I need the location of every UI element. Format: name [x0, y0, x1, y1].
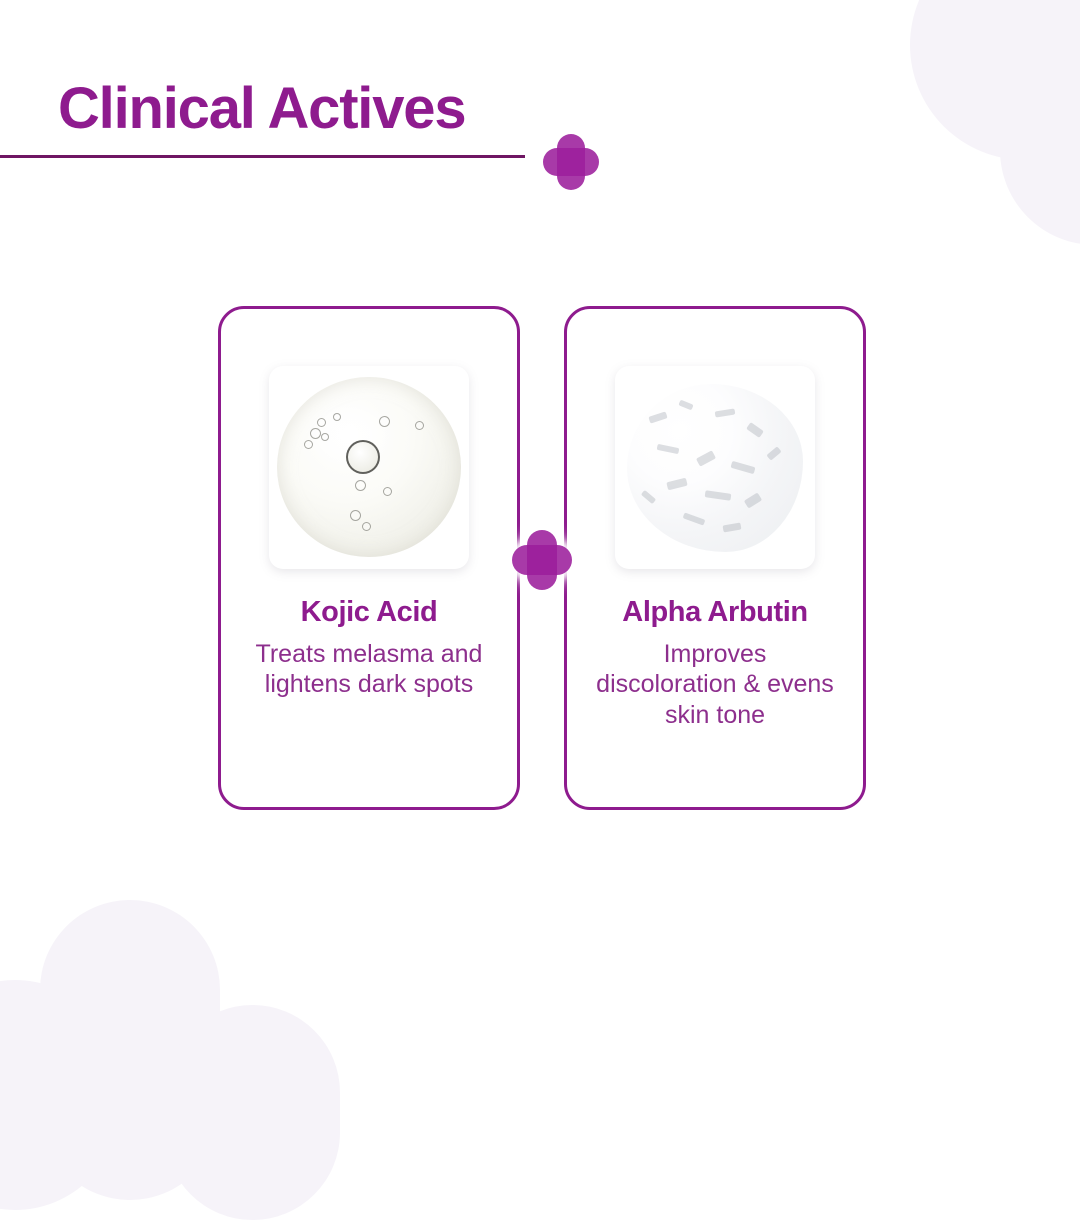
active-card-title: Kojic Acid	[300, 596, 438, 628]
powder-flake	[678, 399, 694, 410]
gel-bubble	[310, 428, 321, 439]
page-title: Clinical Actives	[58, 76, 467, 141]
powder-flake	[743, 491, 763, 509]
gel-bubble	[304, 440, 313, 449]
title-divider-rule	[0, 155, 525, 158]
cloud-blob-top-right-secondary	[1000, 55, 1080, 245]
gel-bubble	[350, 510, 361, 521]
powder-flake	[766, 445, 782, 461]
powder-flake	[714, 407, 736, 418]
cloud-blob-bottom-left-c	[165, 1005, 340, 1220]
cloud-blob-bottom-left-b	[40, 900, 220, 1200]
powder-pile-shape	[627, 383, 803, 552]
powder-flake	[640, 489, 657, 504]
active-card-alpha-arbutin[interactable]: Alpha Arbutin Improves discoloration & e…	[564, 306, 866, 810]
powder-flake	[704, 489, 732, 501]
powder-flake	[730, 460, 756, 474]
gel-bubble-center	[346, 440, 380, 474]
clear-gel-droplet-image	[269, 366, 469, 569]
powder-flake	[666, 477, 688, 490]
powder-flake	[648, 410, 668, 424]
gel-bubble	[383, 487, 392, 496]
powder-flake	[695, 449, 717, 467]
powder-flake	[656, 443, 680, 454]
gel-bubble	[415, 421, 424, 430]
plus-cross-icon	[543, 134, 599, 190]
cloud-blob-top-right	[910, 0, 1080, 160]
gel-bubble	[379, 416, 390, 427]
active-card-title: Alpha Arbutin	[622, 596, 808, 628]
powder-flake	[722, 521, 742, 533]
active-card-description: Treats melasma and lightens dark spots	[255, 639, 483, 699]
actives-card-group: Kojic Acid Treats melasma and lightens d…	[218, 306, 866, 812]
powder-flake	[682, 511, 706, 526]
plus-cross-icon-horizontal-bar	[543, 148, 599, 176]
gel-bubble	[362, 522, 371, 531]
cloud-blob-bottom-left-a	[0, 980, 120, 1210]
powder-flake	[746, 421, 764, 438]
active-card-kojic-acid[interactable]: Kojic Acid Treats melasma and lightens d…	[218, 306, 520, 810]
gel-bubble	[355, 480, 366, 491]
plus-cross-icon-vertical-bar	[557, 134, 585, 190]
active-card-description: Improves discoloration & evens skin tone	[596, 639, 834, 729]
gel-bubble	[333, 413, 341, 421]
gel-bubble	[317, 418, 326, 427]
gel-bubble	[321, 433, 329, 441]
white-powder-pile-image	[615, 366, 815, 569]
